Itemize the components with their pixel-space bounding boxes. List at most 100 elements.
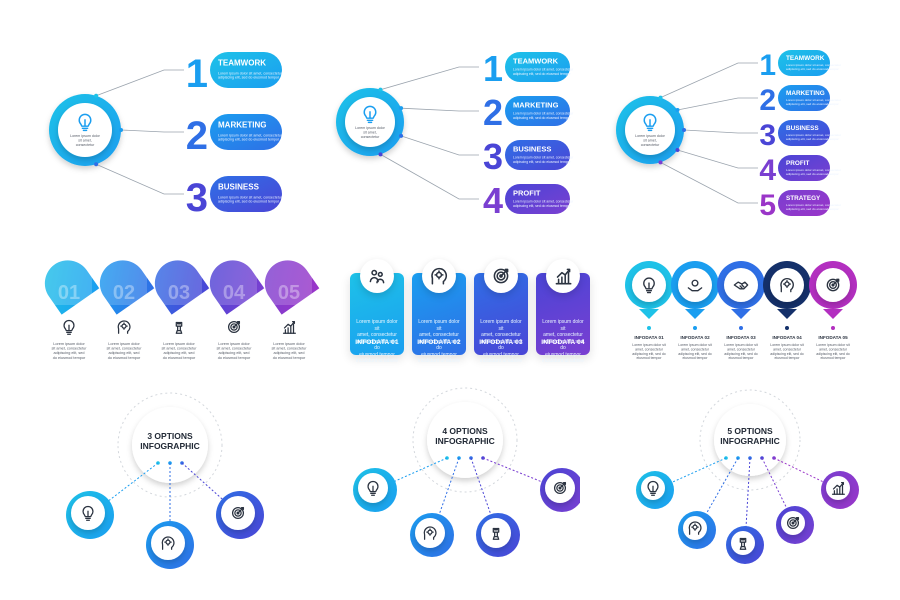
gear-teeth bbox=[434, 270, 444, 280]
bulb-glass bbox=[647, 480, 659, 493]
step-description: Lorem ipsum dolor sit amet, consectetur bbox=[786, 168, 841, 172]
info-description: eiusmod tempor bbox=[774, 356, 800, 360]
info-circle-pointer bbox=[823, 309, 843, 319]
target-icon bbox=[227, 320, 241, 334]
hub-title: INFOGRAPHIC bbox=[435, 436, 495, 446]
info-label: INFODATA 02 bbox=[680, 335, 710, 340]
connector-dot bbox=[378, 87, 383, 92]
info-circle-pointer bbox=[731, 309, 751, 319]
card-label: INFODATA 01 bbox=[355, 339, 399, 346]
step-description: adipiscing elit, sed do eiusmod tempor bbox=[513, 160, 572, 164]
step-title: STRATEGY bbox=[786, 195, 821, 202]
hands bbox=[687, 287, 703, 292]
connector-dot bbox=[399, 106, 404, 111]
target-arrow bbox=[792, 516, 800, 524]
segment-shape bbox=[99, 260, 155, 315]
step-description: Lorem ipsum dolor sit amet, consectetur bbox=[786, 98, 841, 102]
segment-number: 04 bbox=[223, 282, 246, 304]
chart-icon bbox=[831, 481, 845, 495]
target-center bbox=[232, 325, 236, 329]
step-description: adipiscing elit, sed do eiusmod tempor bbox=[513, 116, 572, 120]
connector-line bbox=[677, 97, 758, 111]
connector-dot bbox=[399, 133, 404, 138]
card-icon-circle bbox=[484, 259, 518, 293]
gear bbox=[435, 271, 443, 279]
info-label: INFODATA 04 bbox=[772, 335, 802, 340]
gear-head-icon bbox=[431, 267, 448, 285]
info-dot bbox=[739, 326, 743, 330]
step-description: Lorem ipsum dolor sit amet, consectetur bbox=[513, 112, 574, 116]
step-description: adipiscing elit, sed do eiusmod tempor bbox=[786, 67, 839, 71]
hub-caption-line: sit amet, bbox=[643, 139, 657, 143]
connector-line bbox=[660, 62, 758, 99]
info-description: adipiscing elit, sed do bbox=[724, 352, 758, 356]
handshake-fingers bbox=[739, 284, 745, 289]
step-title: TEAMWORK bbox=[786, 55, 825, 62]
target-icon bbox=[553, 481, 567, 495]
chess-top bbox=[175, 321, 183, 327]
option-center bbox=[683, 516, 707, 540]
bulb-base bbox=[85, 517, 91, 521]
step-number: 2 bbox=[759, 84, 776, 117]
step-number: 3 bbox=[483, 136, 503, 177]
connector-dot bbox=[378, 152, 383, 157]
hub-caption-line: Lorem ipsum dolor bbox=[70, 134, 101, 138]
segment-highlight bbox=[43, 259, 92, 305]
connector-line bbox=[677, 149, 758, 169]
step-description: Lorem ipsum dolor sit amet, consectetur bbox=[513, 68, 574, 72]
step-number: 1 bbox=[186, 52, 208, 96]
step-description: adipiscing elit, sed do eiusmod tempor bbox=[786, 137, 839, 141]
bulb-icon bbox=[63, 319, 75, 335]
chess-icon bbox=[739, 537, 747, 550]
step-title: MARKETING bbox=[786, 90, 825, 97]
connector-dot bbox=[675, 147, 680, 152]
segment-description: adipiscing elit, sed bbox=[218, 351, 249, 355]
segment-description: sit amet, consectetur bbox=[51, 347, 87, 351]
bulb-base bbox=[66, 331, 72, 335]
segment-shape bbox=[209, 260, 265, 315]
chart-bars bbox=[557, 271, 570, 285]
chess-body bbox=[177, 325, 181, 332]
target-ring-outer bbox=[826, 278, 840, 292]
info-description: eiusmod tempor bbox=[728, 356, 754, 360]
card-description-line: amet, consectetur bbox=[357, 332, 397, 338]
connector-line bbox=[95, 163, 184, 195]
step-title: PROFIT bbox=[513, 188, 541, 197]
step-description: Lorem ipsum dolor sit amet, consectetur bbox=[513, 200, 574, 204]
bulb-base bbox=[81, 127, 89, 132]
card-description-line: adipiscing elit, sed do bbox=[356, 338, 398, 352]
hub-title: INFOGRAPHIC bbox=[720, 436, 780, 446]
gear-head-icon bbox=[688, 521, 702, 535]
info-description: Lorem ipsum dolor sit bbox=[770, 343, 803, 347]
hub-dashed-ring bbox=[412, 387, 518, 493]
money-hands-icon bbox=[687, 279, 703, 292]
info-description: amet, consectetur bbox=[635, 347, 664, 351]
hub-caption-line: Lorem ipsum dolor bbox=[355, 126, 386, 130]
target-ring-mid bbox=[230, 323, 238, 331]
step-number: 1 bbox=[483, 48, 503, 89]
segment-highlight bbox=[153, 259, 202, 305]
bulb-icon bbox=[82, 505, 94, 521]
step-title: BUSINESS bbox=[786, 125, 819, 132]
step-pill bbox=[505, 184, 570, 214]
bulb-icon bbox=[367, 480, 379, 496]
segment-description: do eiusmod tempor bbox=[218, 356, 251, 360]
option-center bbox=[731, 531, 755, 555]
target-ring-mid bbox=[496, 271, 506, 281]
segment-description: adipiscing elit, sed bbox=[53, 351, 84, 355]
chess-top bbox=[492, 527, 500, 533]
info-description: Lorem ipsum dolor sit bbox=[678, 343, 711, 347]
option-connector bbox=[470, 457, 499, 536]
step-number: 3 bbox=[759, 119, 776, 152]
target-ring-mid bbox=[234, 509, 242, 517]
step-description: Lorem ipsum dolor sit amet, consectetur bbox=[786, 63, 841, 67]
step-pill bbox=[778, 120, 830, 146]
segment-description: do eiusmod tempor bbox=[163, 356, 196, 360]
card-description-line: Lorem ipsum dolor sit bbox=[356, 319, 398, 332]
head-outline bbox=[423, 526, 437, 540]
card-label: INFODATA 02 bbox=[417, 339, 461, 346]
gear-head-icon bbox=[423, 526, 437, 540]
